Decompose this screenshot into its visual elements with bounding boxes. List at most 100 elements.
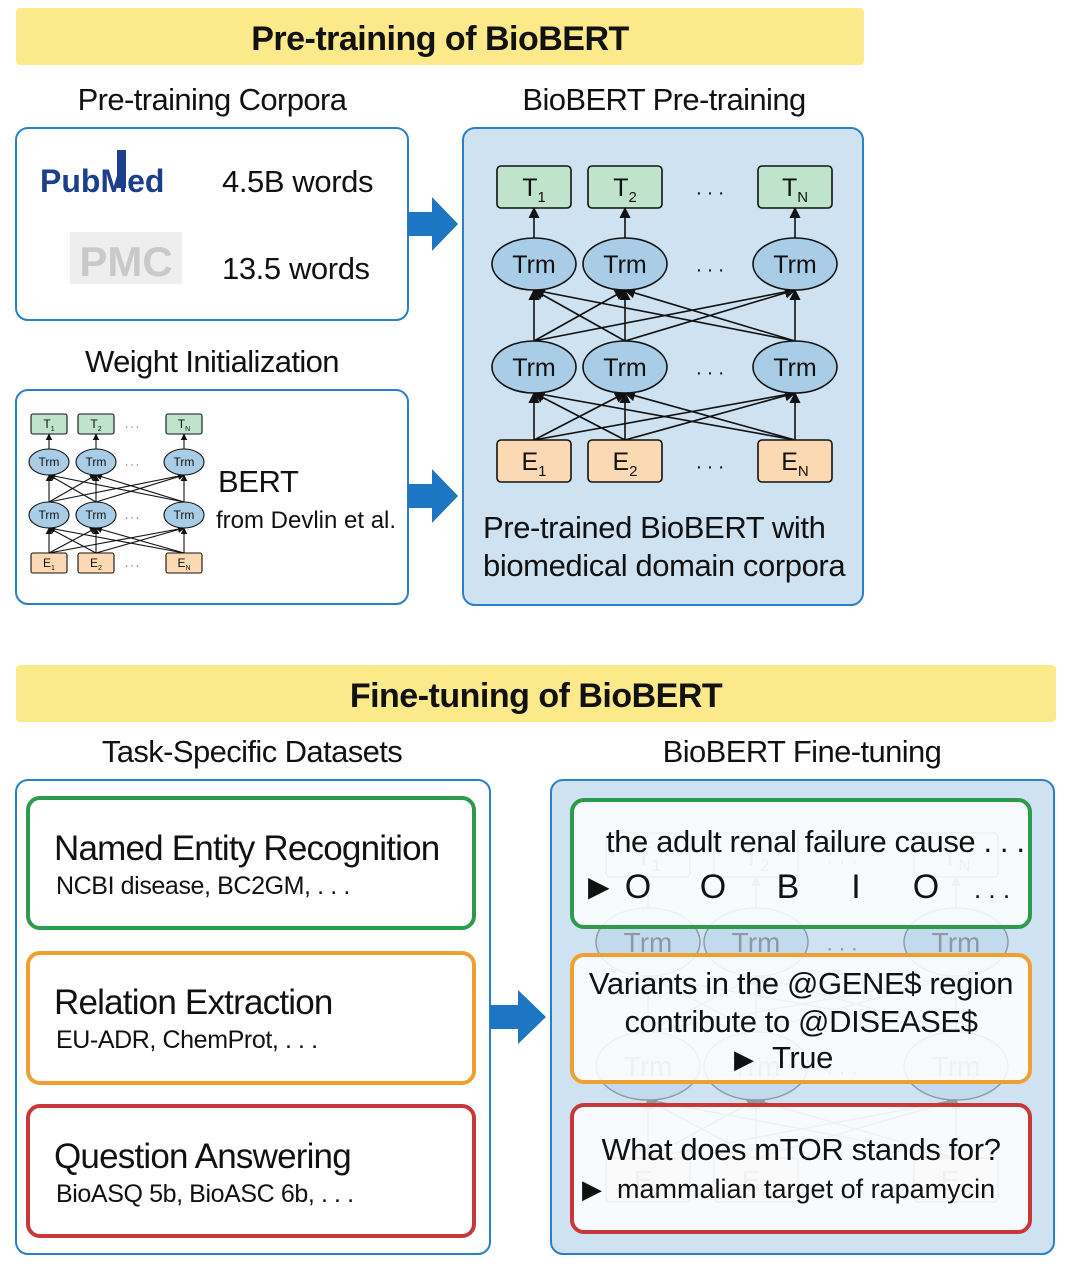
trm-label: Trm bbox=[624, 927, 673, 958]
ner-sentence: the adult renal failure cause . . . bbox=[606, 824, 1025, 859]
connection-arrow bbox=[48, 525, 185, 554]
input-token-label: EN bbox=[781, 448, 809, 480]
trm-node bbox=[582, 340, 668, 394]
output-token-label: TN bbox=[782, 174, 808, 206]
output-token-box bbox=[587, 165, 663, 209]
qa-question: What does mTOR stands for? bbox=[601, 1132, 1000, 1167]
trm-node bbox=[75, 448, 117, 476]
output-token-label: T2 bbox=[90, 417, 101, 433]
trm-label: Trm bbox=[732, 927, 781, 958]
trm-node bbox=[28, 448, 70, 476]
task-ner-datasets: NCBI disease, BC2GM, . . . bbox=[56, 872, 350, 900]
task-qa-box bbox=[26, 1104, 476, 1238]
output-token-label: T2 bbox=[613, 174, 637, 206]
ellipsis: . . . bbox=[125, 511, 138, 522]
input-token-box bbox=[757, 439, 833, 483]
finetuning-banner-text: Fine-tuning of BioBERT bbox=[350, 677, 723, 715]
finetuning-banner bbox=[16, 665, 1056, 722]
trm-node bbox=[75, 501, 117, 529]
task-re-box bbox=[26, 951, 476, 1085]
trm-label: Trm bbox=[174, 508, 195, 522]
ner-play-icon: ▶ bbox=[588, 871, 610, 902]
trm-label: Trm bbox=[86, 455, 107, 469]
input-token-box bbox=[77, 552, 115, 574]
ner-tag: I bbox=[851, 868, 860, 906]
output-token-box bbox=[30, 413, 68, 435]
re-play-icon: ▶ bbox=[734, 1044, 754, 1074]
trm-label: Trm bbox=[86, 508, 107, 522]
arrow-bert-to-biobert bbox=[408, 469, 458, 523]
trm-label: Trm bbox=[932, 927, 981, 958]
input-token-box bbox=[496, 439, 572, 483]
ner-tag: O bbox=[700, 868, 726, 906]
trm-node bbox=[28, 501, 70, 529]
input-token-box bbox=[587, 439, 663, 483]
connection-arrow bbox=[623, 390, 796, 441]
task-ner-box bbox=[26, 796, 476, 930]
ner-tag: B bbox=[777, 868, 800, 906]
input-token-label: E2 bbox=[612, 448, 637, 480]
output-token-box bbox=[757, 165, 833, 209]
re-sentence-line2: contribute to @DISEASE$ bbox=[624, 1004, 977, 1039]
pmc-logo: PMC bbox=[70, 232, 182, 285]
datasets-title: Task-Specific Datasets bbox=[102, 734, 402, 769]
task-qa-datasets: BioASQ 5b, BioASC 6b, . . . bbox=[56, 1180, 354, 1208]
corpora-title: Pre-training Corpora bbox=[78, 82, 348, 117]
task-re-name: Relation Extraction bbox=[54, 983, 333, 1022]
pubmed-word-count: 4.5B words bbox=[222, 164, 373, 199]
output-token-box bbox=[496, 165, 572, 209]
ellipsis: . . . bbox=[696, 178, 724, 200]
re-answer: True bbox=[772, 1040, 833, 1075]
ner-tag: O bbox=[913, 868, 939, 906]
connection-arrow bbox=[532, 286, 796, 342]
ellipsis: . . . bbox=[826, 930, 857, 955]
svg-text:PMC: PMC bbox=[79, 238, 172, 285]
output-token-label: TN bbox=[178, 417, 190, 433]
qa-play-icon: ▶ bbox=[582, 1174, 602, 1204]
trm-node bbox=[163, 501, 205, 529]
trm-node bbox=[752, 237, 838, 291]
trm-label: Trm bbox=[603, 354, 647, 382]
trm-label: Trm bbox=[773, 251, 817, 279]
corpora-box bbox=[15, 127, 409, 321]
trm-node bbox=[163, 448, 205, 476]
arrow-datasets-to-finetune bbox=[490, 990, 546, 1044]
ellipsis: . . . bbox=[696, 358, 724, 380]
trm-node bbox=[491, 340, 577, 394]
input-token-label: EN bbox=[177, 556, 190, 572]
input-token-label: E1 bbox=[43, 556, 55, 572]
connection-arrow bbox=[48, 527, 97, 554]
input-token-box bbox=[30, 552, 68, 574]
ner-example-box bbox=[570, 798, 1032, 929]
connection-arrow bbox=[95, 526, 185, 554]
trm-node bbox=[582, 237, 668, 291]
output-token-label: T1 bbox=[522, 174, 546, 206]
output-token-label: T1 bbox=[43, 417, 54, 433]
connection-arrow bbox=[532, 389, 796, 441]
trm-node bbox=[491, 237, 577, 291]
input-token-label: E2 bbox=[90, 556, 102, 572]
arrow-corpora-to-biobert bbox=[408, 197, 458, 251]
task-ner-name: Named Entity Recognition bbox=[54, 829, 439, 868]
weight-init-title: Weight Initialization bbox=[85, 344, 339, 379]
ellipsis: . . . bbox=[125, 458, 138, 469]
connection-arrow bbox=[533, 289, 626, 342]
re-example-box bbox=[570, 953, 1032, 1084]
task-qa-name: Question Answering bbox=[54, 1137, 351, 1176]
svg-text:PubMed: PubMed bbox=[40, 163, 164, 199]
task-re-datasets: EU-ADR, ChemProt, . . . bbox=[56, 1026, 318, 1054]
connection-arrow bbox=[48, 474, 97, 503]
trm-label: Trm bbox=[39, 508, 60, 522]
pretraining-banner bbox=[16, 8, 864, 65]
trm-label: Trm bbox=[174, 455, 195, 469]
biobert-pretraining-title: BioBERT Pre-training bbox=[522, 82, 805, 117]
connection-arrow bbox=[48, 472, 185, 503]
pretraining-banner-text: Pre-training of BioBERT bbox=[251, 20, 629, 58]
ellipsis: . . . bbox=[696, 255, 724, 277]
trm-label: Trm bbox=[512, 251, 556, 279]
biobert-caption-line2: biomedical domain corpora bbox=[483, 548, 846, 583]
trm-node bbox=[752, 340, 838, 394]
